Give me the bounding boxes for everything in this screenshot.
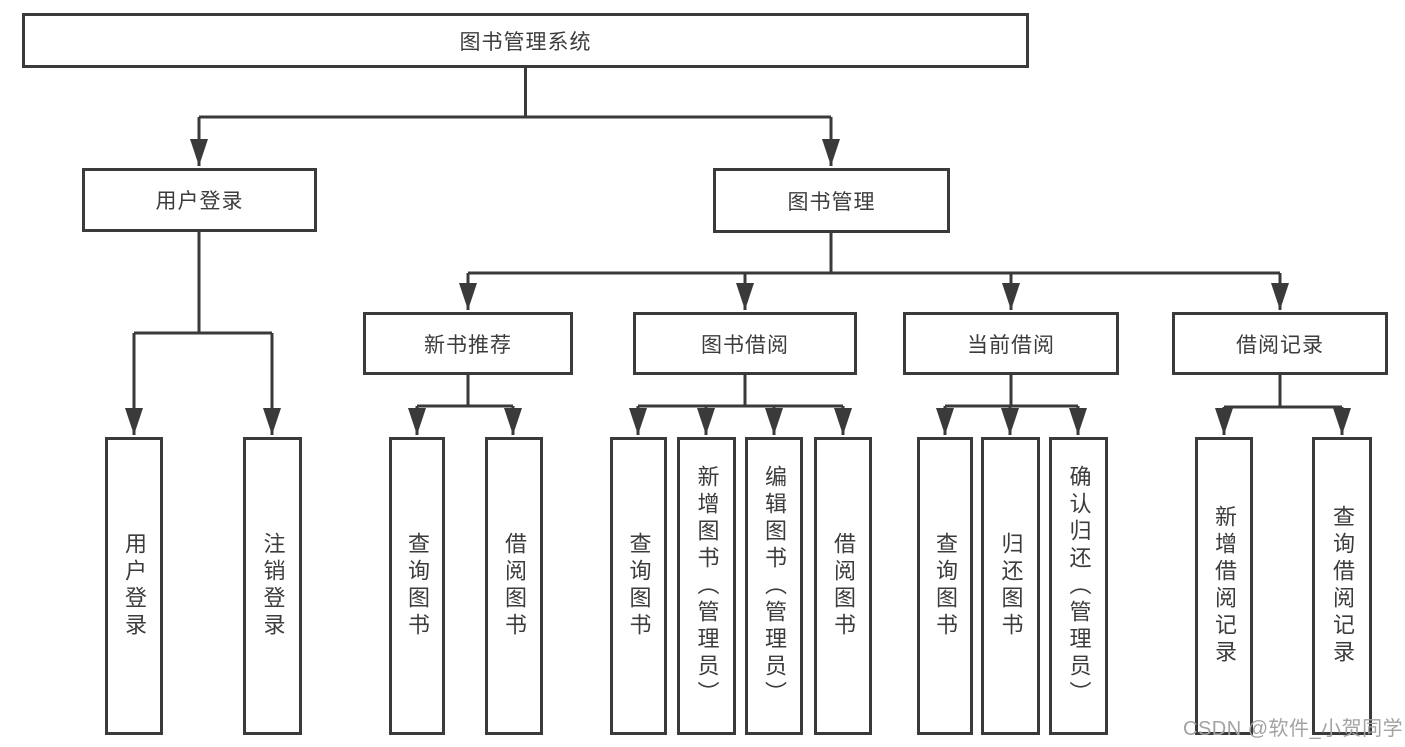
- leaf-query-borrow-record: 查询借阅记录: [1312, 437, 1372, 735]
- node-current-borrowing: 当前借阅: [903, 312, 1119, 375]
- leaf-edit-books-admin: 编辑图书（管理员）: [745, 437, 803, 735]
- leaf-query-books-current: 查询图书: [917, 437, 973, 735]
- node-new-book-recommend: 新书推荐: [363, 312, 573, 375]
- leaf-query-books-borrowing: 查询图书: [610, 437, 667, 735]
- node-book-borrowing: 图书借阅: [633, 312, 857, 375]
- node-root-library-management-system: 图书管理系统: [22, 13, 1029, 68]
- leaf-borrow-books: 借阅图书: [814, 437, 872, 735]
- leaf-return-books: 归还图书: [981, 437, 1040, 735]
- leaf-logout: 注销登录: [243, 437, 302, 735]
- leaf-query-books-recommend: 查询图书: [389, 437, 445, 735]
- csdn-watermark: CSDN @软件_小贺同学: [1183, 718, 1404, 740]
- node-user-login: 用户登录: [82, 168, 317, 232]
- leaf-user-login: 用户登录: [105, 437, 163, 735]
- leaf-add-books-admin: 新增图书（管理员）: [677, 437, 736, 735]
- leaf-confirm-return-admin: 确认归还（管理员）: [1049, 437, 1108, 735]
- leaf-borrow-books-recommend: 借阅图书: [485, 437, 543, 735]
- node-book-management: 图书管理: [713, 168, 950, 233]
- leaf-add-borrow-record: 新增借阅记录: [1195, 437, 1253, 735]
- node-borrowing-records: 借阅记录: [1172, 312, 1388, 375]
